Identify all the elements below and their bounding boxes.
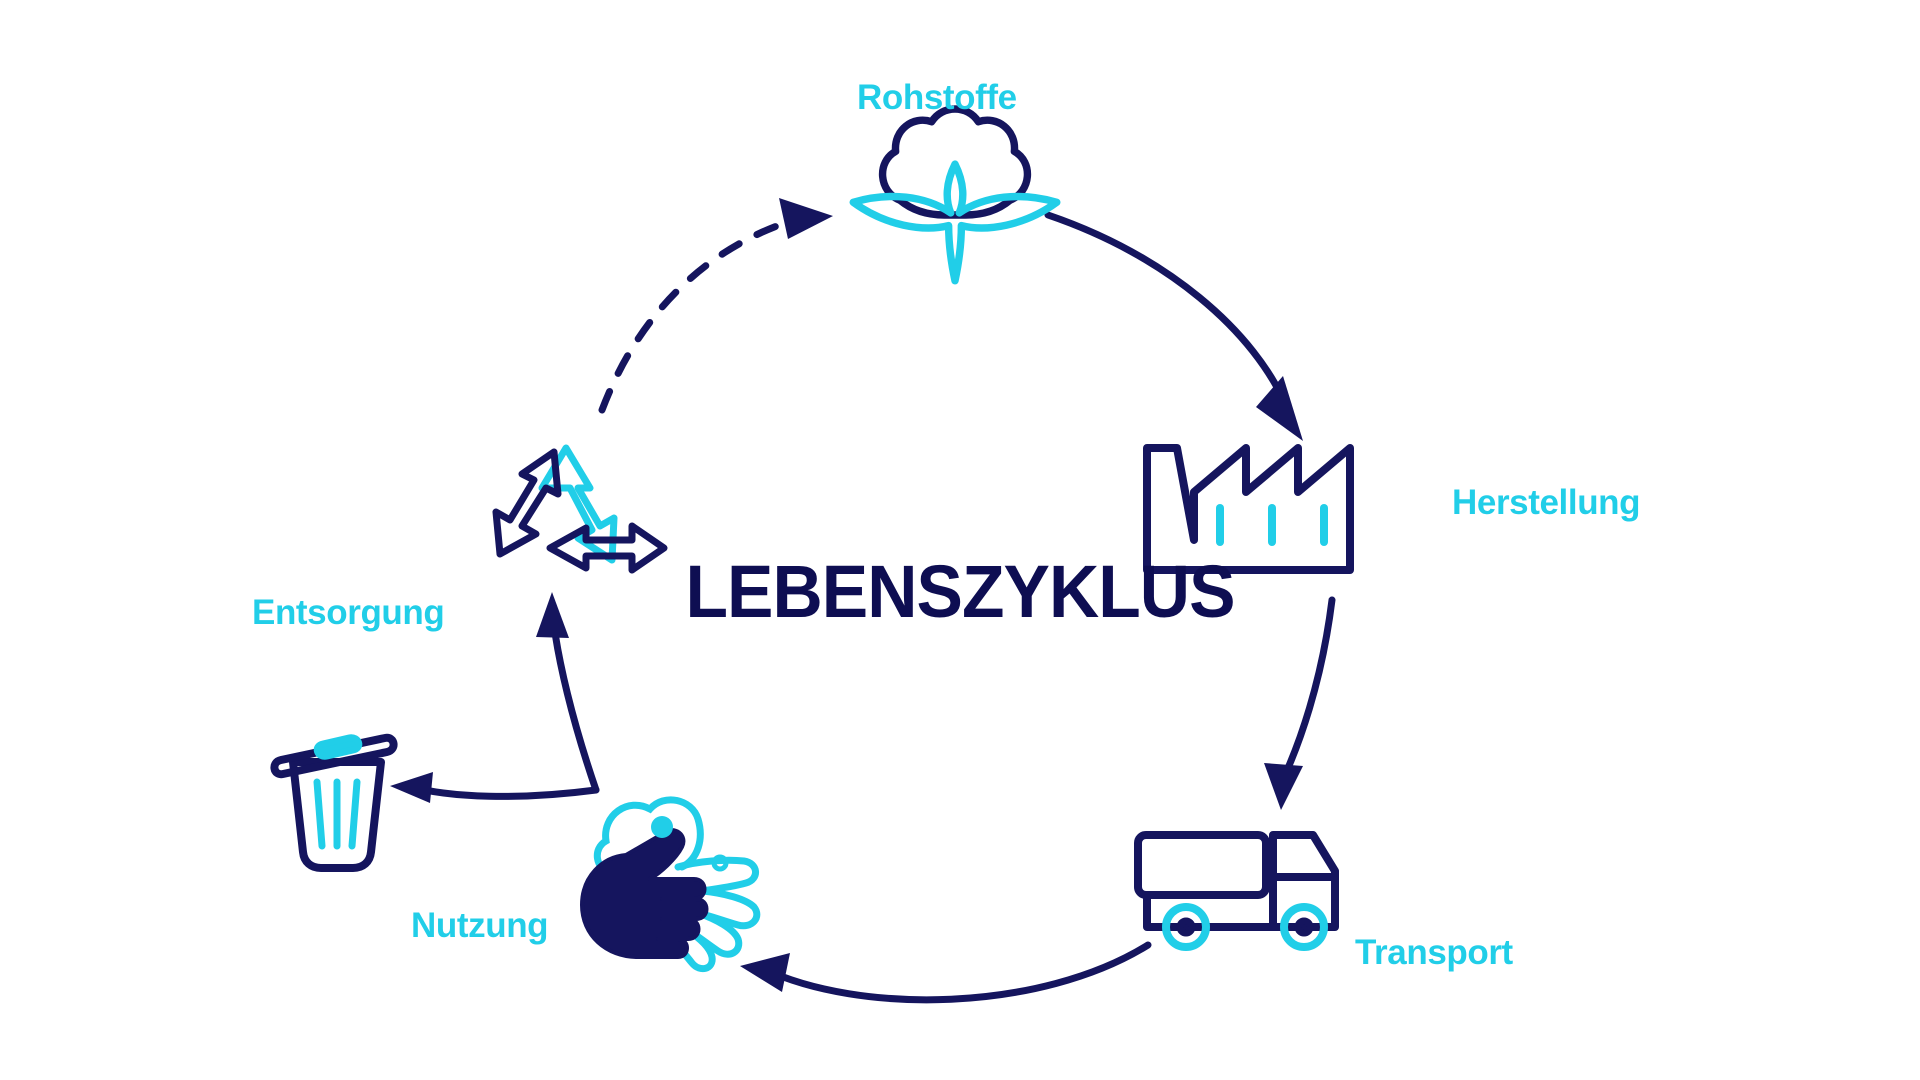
stage-label-rohstoffe: Rohstoffe	[857, 78, 1017, 117]
trash-bin-icon	[270, 733, 398, 872]
arrow-rohstoffe-to-herstellung	[1044, 211, 1303, 441]
stage-label-entsorgung: Entsorgung	[252, 593, 445, 632]
diagram-center-title: LEBENSZYKLUS	[685, 550, 1235, 633]
arrow-nutzung-to-entsorgung	[390, 772, 600, 803]
washing-hands-icon	[580, 796, 761, 973]
arrow-herstellung-to-transport	[1264, 596, 1336, 810]
arrow-recycling-to-rohstoffe	[598, 198, 833, 414]
arrow-transport-to-nutzung	[740, 941, 1152, 1004]
stage-label-herstellung: Herstellung	[1452, 483, 1641, 522]
factory-icon	[1143, 444, 1354, 574]
recycling-arrows-icon	[492, 444, 668, 574]
arrow-nutzung-to-recycling	[536, 592, 600, 794]
truck-icon	[1134, 831, 1339, 951]
cotton-plant-icon	[849, 105, 1061, 285]
stage-label-nutzung: Nutzung	[411, 906, 549, 945]
stage-label-transport: Transport	[1355, 933, 1513, 972]
